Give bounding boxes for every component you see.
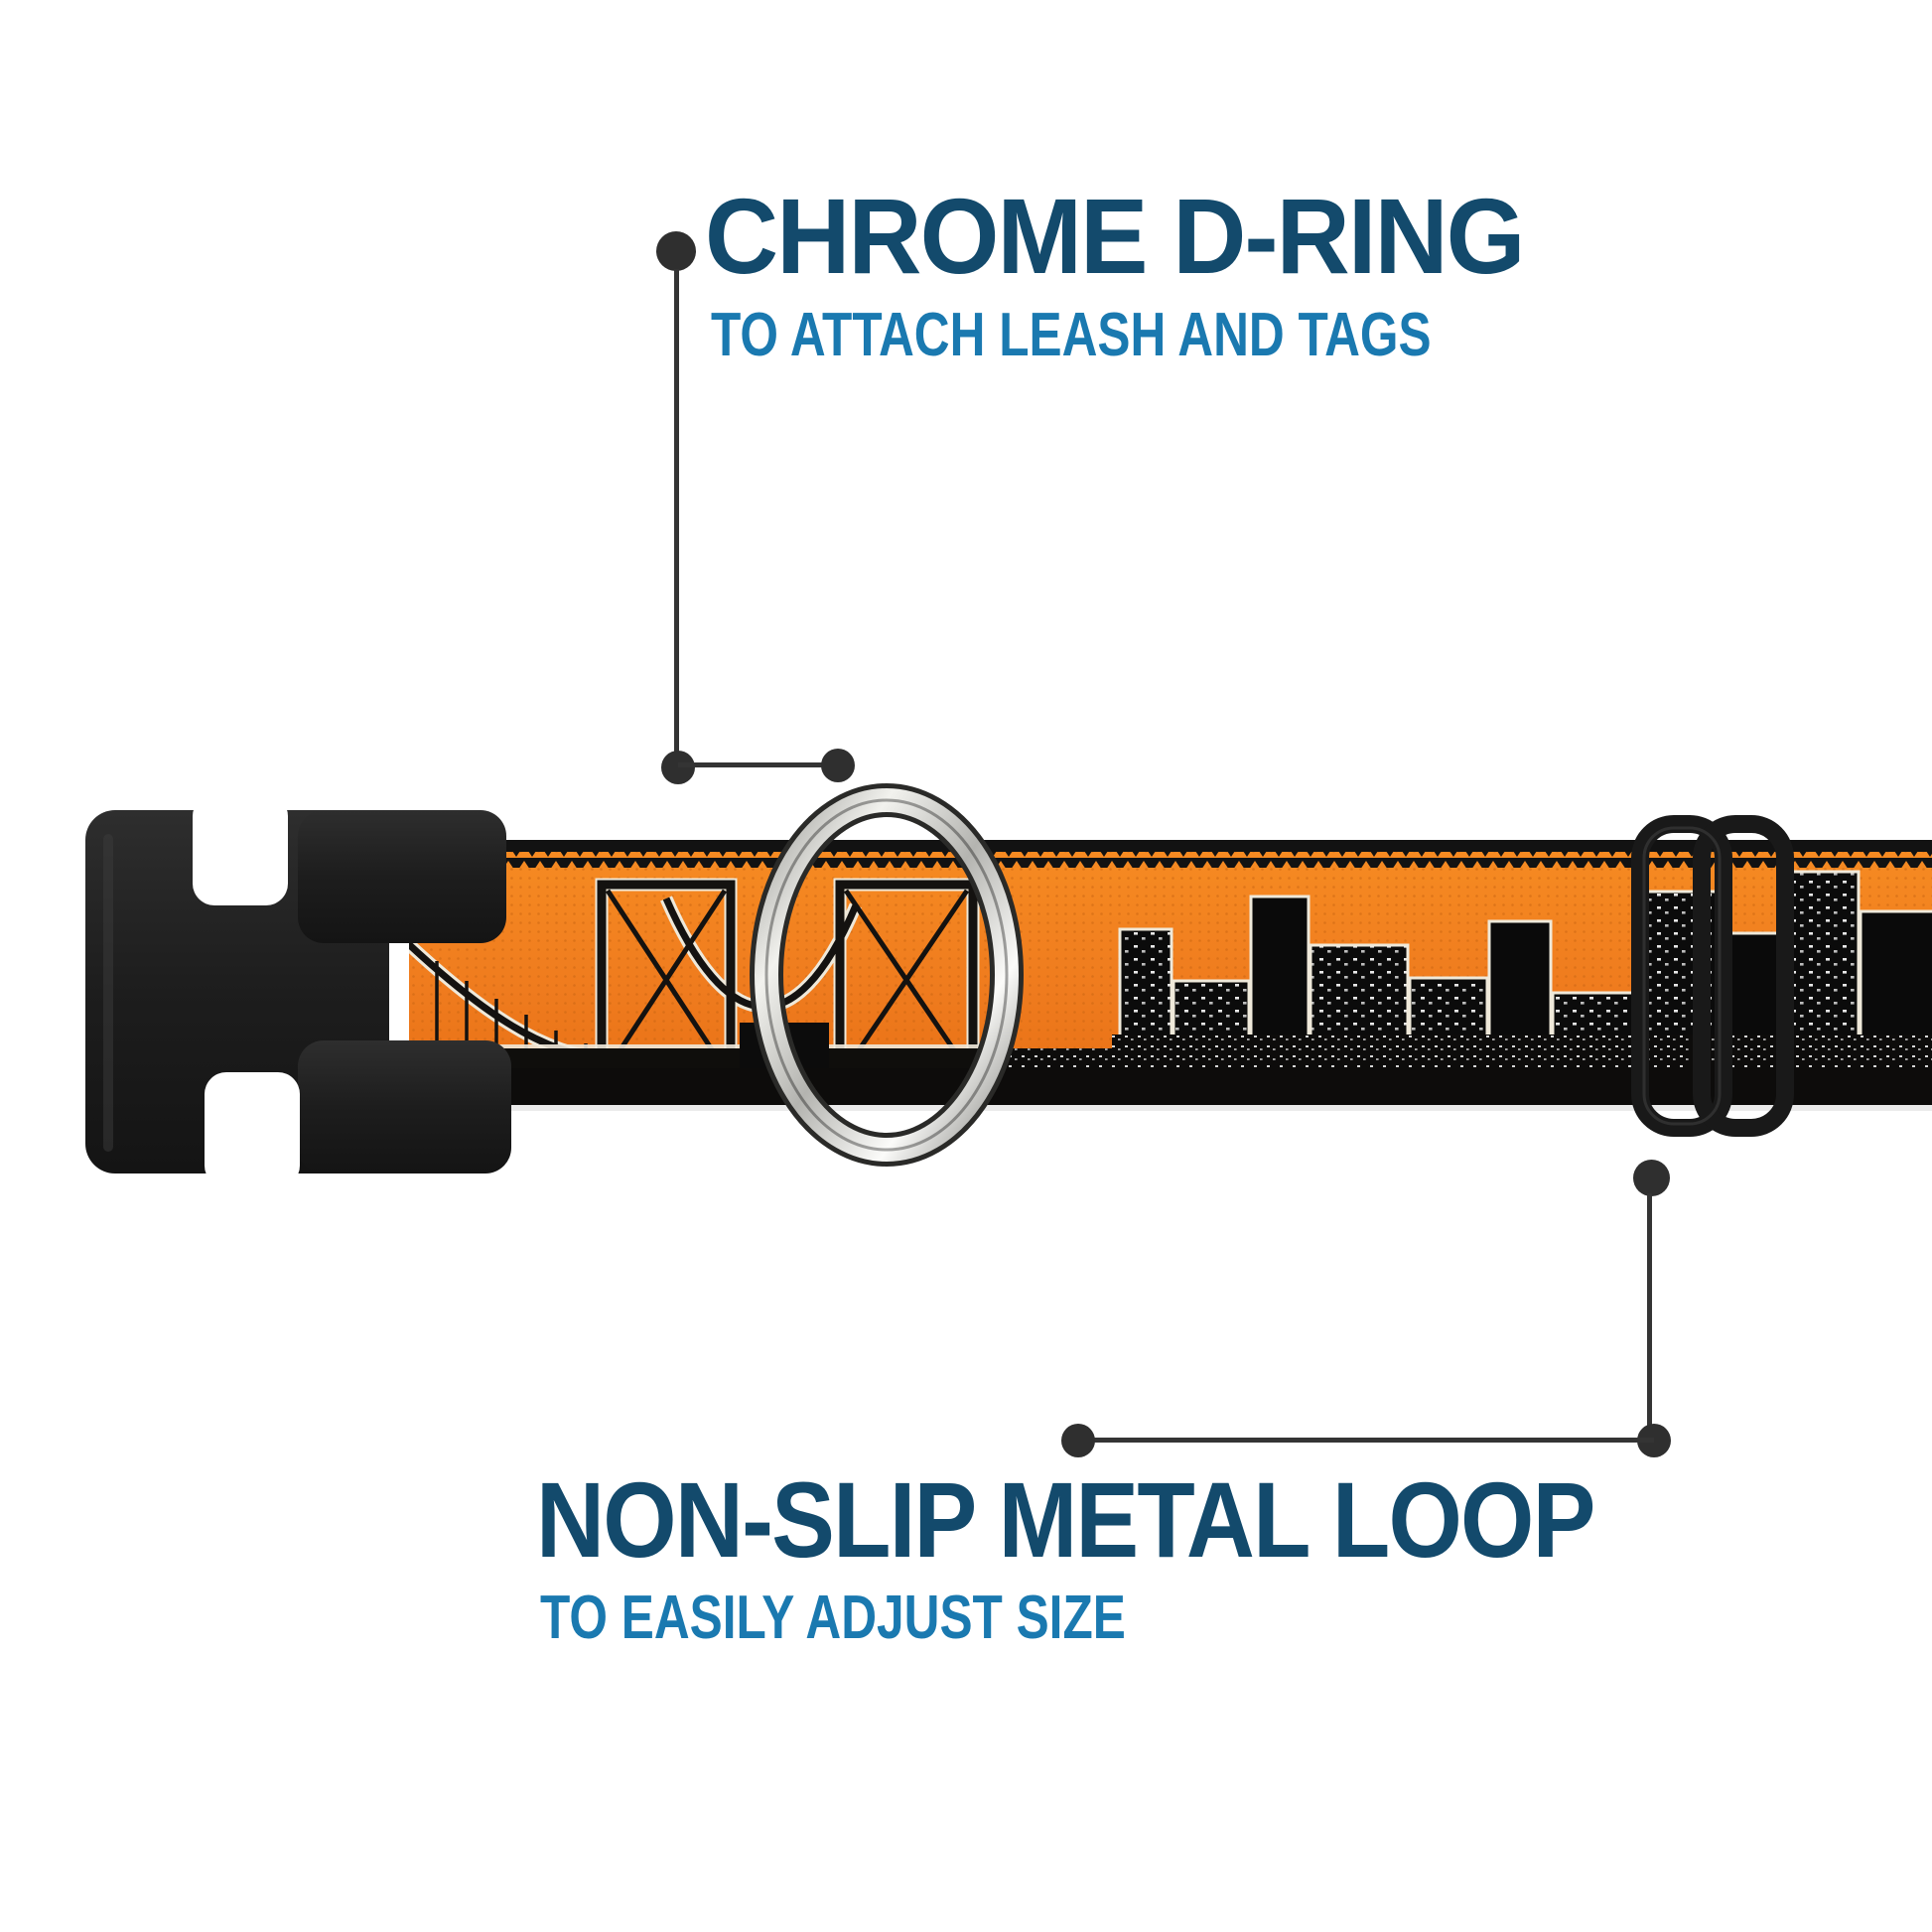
metal-loop-callout-subtitle: TO EASILY ADJUST SIZE	[540, 1584, 1126, 1652]
callout-dot	[821, 749, 855, 782]
collar-strap	[409, 840, 1932, 1105]
callout-dot	[656, 231, 696, 271]
d-ring-callout-title: CHROME D-RING	[705, 176, 1525, 296]
metal-slider-loop	[1631, 815, 1794, 1137]
chrome-d-ring	[750, 783, 1024, 1167]
strap-shadow	[409, 1105, 1932, 1111]
callout-line-horizontal	[1078, 1438, 1654, 1443]
callout-dot	[1633, 1160, 1670, 1196]
side-release-buckle	[85, 794, 511, 1187]
callout-line-vertical	[674, 269, 679, 768]
callout-line-horizontal	[678, 762, 838, 767]
metal-loop-callout-title: NON-SLIP METAL LOOP	[536, 1459, 1595, 1580]
callout-dot	[1061, 1424, 1095, 1457]
callout-line-vertical	[1647, 1193, 1652, 1443]
callout-dot	[661, 751, 695, 784]
d-ring-callout-subtitle: TO ATTACH LEASH AND TAGS	[711, 301, 1432, 369]
